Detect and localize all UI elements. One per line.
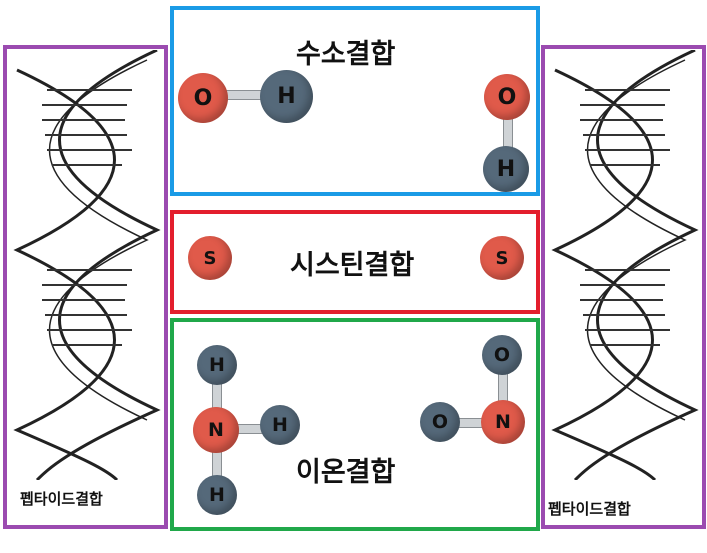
hydrogen-bond-panel bbox=[170, 6, 540, 196]
hydrogen-bond-title: 수소결합 bbox=[296, 39, 396, 70]
left-helix-illustration bbox=[13, 50, 161, 480]
oxygen-atom: O bbox=[482, 335, 522, 375]
hydrogen-atom: H bbox=[197, 345, 237, 385]
right-peptide-label: 펩타이드결합 bbox=[548, 500, 631, 518]
hydrogen-atom: H bbox=[260, 405, 300, 445]
cystine-bond-panel bbox=[170, 210, 540, 314]
sulfur-atom: S bbox=[480, 236, 524, 280]
right-helix-illustration bbox=[551, 50, 699, 480]
oxygen-atom: O bbox=[484, 74, 530, 120]
sulfur-atom: S bbox=[188, 236, 232, 280]
left-peptide-panel bbox=[3, 45, 168, 529]
oxygen-atom: O bbox=[178, 73, 228, 123]
cystine-bond-title: 시스틴결합 bbox=[290, 250, 415, 281]
hydrogen-atom: H bbox=[483, 146, 529, 192]
nitrogen-atom: N bbox=[481, 400, 525, 444]
nitrogen-atom: N bbox=[193, 407, 239, 453]
right-peptide-panel bbox=[541, 45, 706, 529]
left-peptide-label: 펩타이드결합 bbox=[20, 490, 103, 508]
hydrogen-atom: H bbox=[197, 475, 237, 515]
hydrogen-atom: H bbox=[260, 70, 313, 123]
oxygen-atom: O bbox=[420, 402, 460, 442]
ionic-bond-title: 이온결합 bbox=[296, 457, 396, 488]
